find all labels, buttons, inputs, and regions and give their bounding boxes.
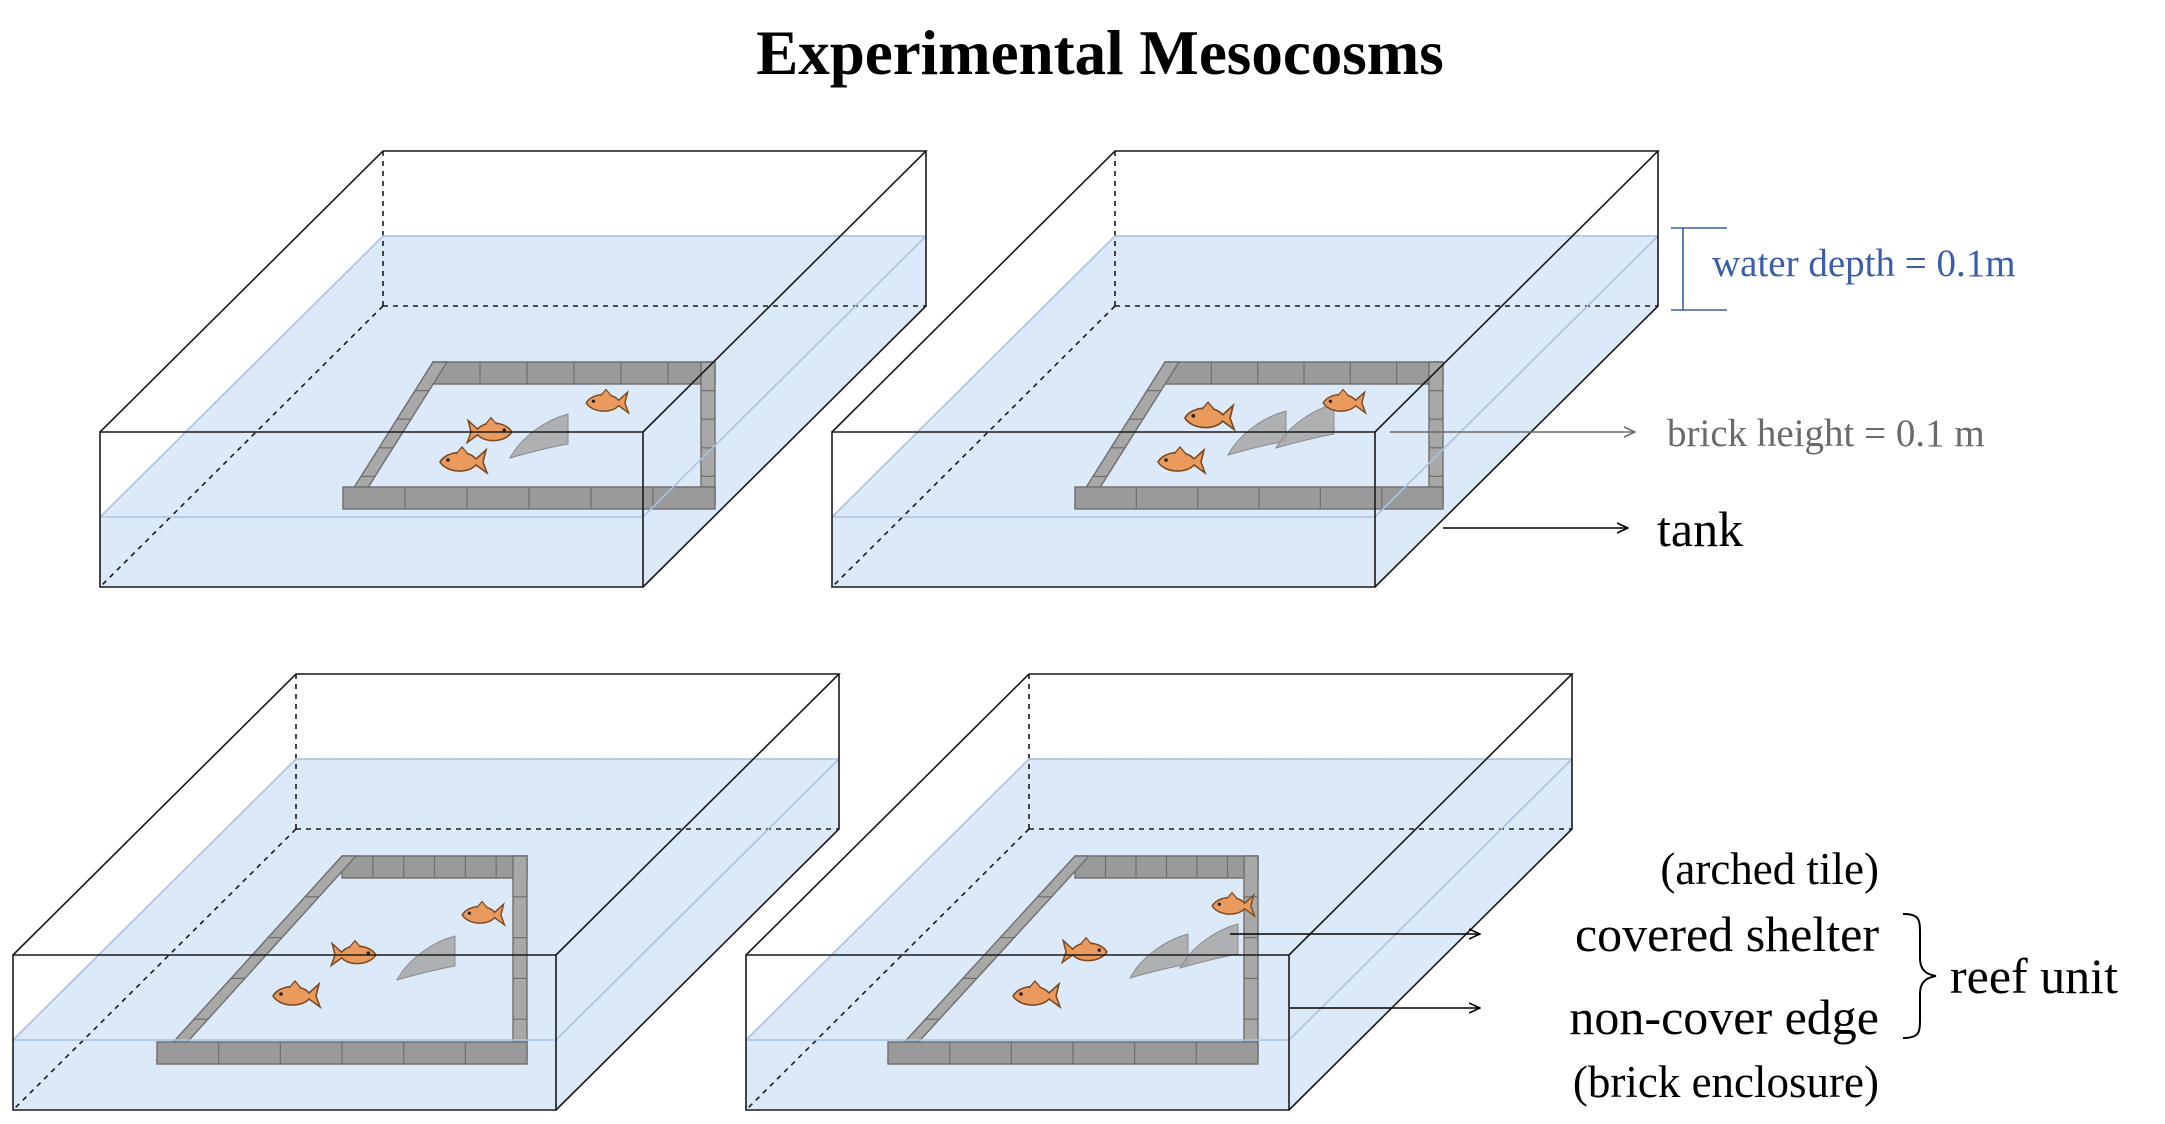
tank-top-left — [99, 150, 928, 588]
arched-tile — [395, 935, 456, 981]
water — [13, 759, 839, 1040]
water-depth-marker — [1671, 227, 1727, 311]
arched-tile — [1128, 933, 1189, 979]
water-depth-label: water depth = 0.1m — [1712, 242, 2016, 285]
tanks-group — [12, 150, 1660, 1111]
tank-bottom-left — [12, 673, 841, 1111]
diagram-title: Experimental Mesocosms — [756, 18, 1444, 88]
fish — [1211, 891, 1256, 918]
arched-tile — [1178, 923, 1239, 969]
brick-height-label: brick height = 0.1 m — [1667, 412, 1985, 455]
brick-enclosure — [1073, 361, 1444, 510]
brick-enclosure-label: (brick enclosure) — [1573, 1057, 1879, 1107]
fish — [272, 980, 322, 1010]
tank-top-right — [831, 150, 1660, 588]
reef-unit-brace — [1902, 913, 1937, 1039]
fish — [1183, 401, 1236, 432]
fish — [585, 388, 630, 415]
brick-enclosure — [886, 855, 1259, 1065]
arched-tile — [508, 413, 569, 459]
fish — [439, 446, 489, 476]
annotations: water depth = 0.1m brick height = 0.1 m … — [1230, 227, 2118, 1107]
fish — [1060, 936, 1108, 965]
fish — [1012, 980, 1062, 1010]
fish — [1322, 388, 1367, 415]
arched-tile — [1226, 410, 1287, 456]
fish — [1157, 446, 1207, 476]
fish — [461, 900, 506, 927]
covered-shelter-label: covered shelter — [1575, 906, 1879, 962]
brick-enclosure — [341, 361, 716, 510]
tank-bottom-right — [745, 673, 1574, 1111]
water — [746, 759, 1572, 1040]
brick-enclosure — [155, 855, 528, 1065]
arched-tile-label: (arched tile) — [1660, 844, 1879, 894]
tank-label: tank — [1657, 501, 1743, 557]
non-cover-edge-label: non-cover edge — [1569, 989, 1879, 1045]
reef-unit-label: reef unit — [1950, 948, 2118, 1004]
